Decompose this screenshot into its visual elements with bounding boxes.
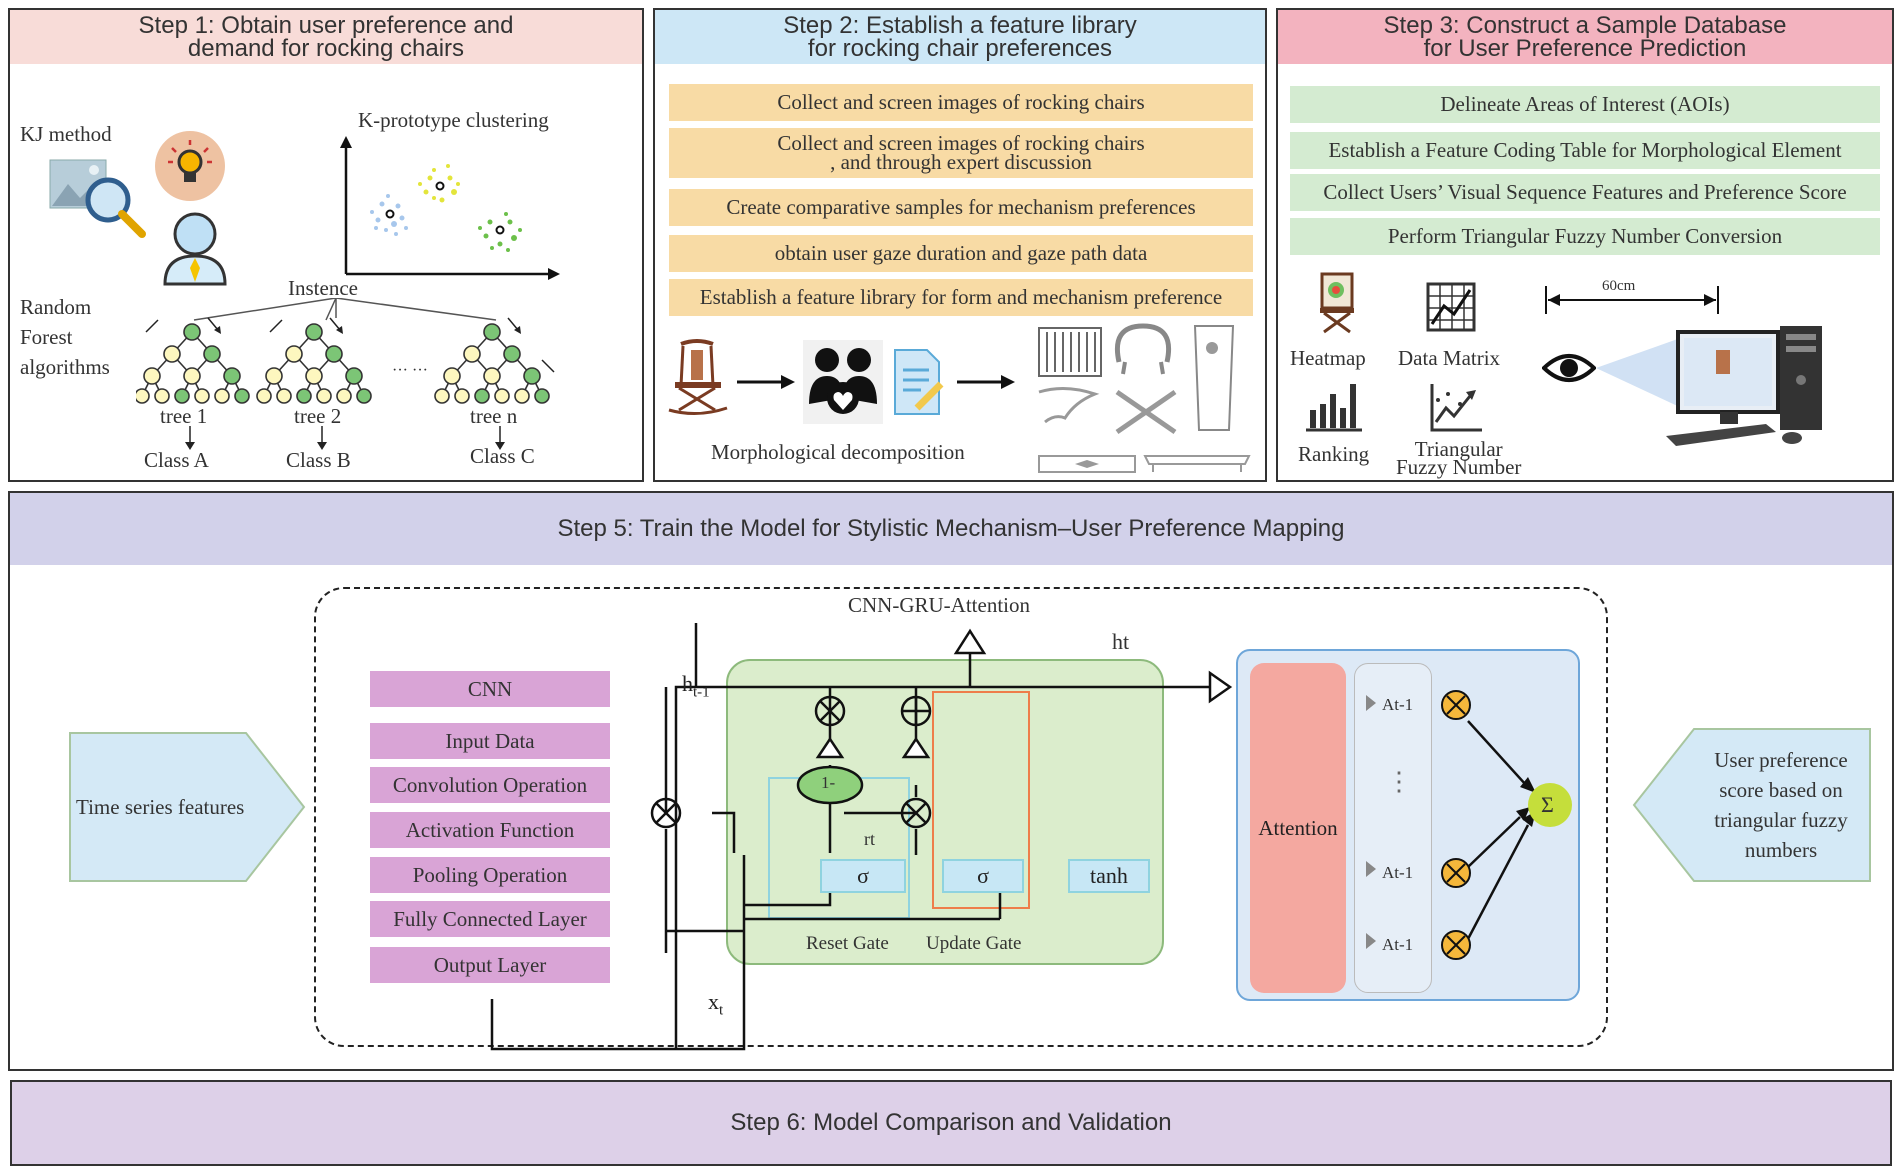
step3-panel: Step 3: Construct a Sample Database for …: [1276, 8, 1894, 482]
step2-item-4: obtain user gaze duration and gaze path …: [669, 235, 1253, 272]
attention-vdots: ⋮: [1386, 767, 1412, 796]
tree-label-n: tree n: [470, 404, 518, 428]
eye-icon: [1542, 354, 1596, 382]
cnn-stack: CNN Input Data Convolution Operation Act…: [370, 671, 610, 999]
preference-output-label: User preference score based on triangula…: [1714, 748, 1848, 862]
ht-label: ht: [1112, 629, 1130, 654]
cnn-layer-output: Output Layer: [370, 947, 610, 983]
chair-components-icon: [1038, 323, 1251, 473]
tanh-label: tanh: [1090, 863, 1128, 888]
cnn-layer-title: CNN: [370, 671, 610, 707]
model-frame: [314, 587, 1608, 1047]
sum-symbol: Σ: [1541, 792, 1554, 817]
model-label: CNN-GRU-Attention: [848, 593, 1030, 617]
instance-label: Instence: [288, 276, 358, 300]
step2-item-1: Collect and screen images of rocking cha…: [669, 84, 1253, 121]
cnn-layer-input: Input Data: [370, 723, 610, 759]
step1-header: Step 1: Obtain user preference and deman…: [10, 10, 642, 64]
step2-panel: Step 2: Establish a feature library for …: [653, 8, 1267, 482]
step3-item-1: Delineate Areas of Interest (AOIs): [1290, 86, 1880, 123]
random-forest-diagram: [136, 298, 555, 404]
tree-label-1: tree 1: [160, 404, 208, 428]
class-arrows: [185, 426, 505, 450]
ht-minus-1-main: h: [682, 671, 693, 696]
xt-label: xt: [708, 989, 723, 1019]
ranking-icon: [1306, 384, 1362, 432]
step2-header: Step 2: Establish a feature library for …: [655, 10, 1265, 64]
expert-group-icon: [803, 340, 883, 424]
lightbulb-icon: [155, 131, 225, 201]
heatmap-label: Heatmap: [1290, 346, 1366, 370]
fuzzy-number-label: Triangular Fuzzy Number: [1396, 437, 1522, 479]
attention-column: Attention: [1250, 663, 1346, 993]
reset-gate-label: Reset Gate: [806, 933, 889, 954]
step5-header: Step 5: Train the Model for Stylistic Me…: [10, 493, 1892, 565]
step3-header: Step 3: Construct a Sample Database for …: [1278, 10, 1892, 64]
forest-ellipsis: ··· ···: [392, 362, 428, 379]
flow-arrow-1: [737, 375, 795, 389]
attention-weights: [1366, 690, 1572, 960]
morphological-decomposition-label: Morphological decomposition: [711, 440, 965, 464]
document-edit-icon: [894, 349, 944, 415]
at-label-1: At-1: [1382, 695, 1414, 714]
update-sigma-label: σ: [977, 863, 989, 888]
step2-item-3: Create comparative samples for mechanism…: [669, 189, 1253, 226]
ht-minus-1-label: ht-1: [682, 671, 710, 701]
one-minus-label: 1-: [821, 773, 836, 792]
cnn-layer-pooling: Pooling Operation: [370, 857, 610, 893]
step1-panel: Step 1: Obtain user preference and deman…: [8, 8, 644, 482]
user-avatar-icon: [163, 212, 227, 286]
data-matrix-icon: [1426, 282, 1476, 332]
decision-tree: [136, 317, 250, 404]
xt-main: x: [708, 989, 719, 1014]
xt-sub: t: [719, 1002, 724, 1019]
class-label-a: Class A: [144, 448, 209, 472]
eye-tracking-computer-icon: [1596, 326, 1822, 446]
random-forest-label: Random Forest algorithms: [20, 295, 110, 379]
step3-item-2: Establish a Feature Coding Table for Mor…: [1290, 132, 1880, 169]
ranking-label: Ranking: [1298, 442, 1370, 466]
preference-output-shape: [1632, 728, 1871, 882]
step3-item-4: Perform Triangular Fuzzy Number Conversi…: [1290, 218, 1880, 255]
distance-label: 60cm: [1602, 278, 1636, 294]
ht-minus-1-sub: t-1: [693, 684, 710, 701]
cnn-layer-activation: Activation Function: [370, 812, 610, 848]
step3-item-3: Collect Users’ Visual Sequence Features …: [1290, 174, 1880, 211]
tree-label-2: tree 2: [294, 404, 342, 428]
rt-label: rt: [864, 829, 875, 849]
data-matrix-label: Data Matrix: [1398, 346, 1501, 370]
kj-magnifier-icon: [49, 159, 146, 238]
tanh-box: tanh: [1068, 859, 1150, 893]
update-gate-box: [932, 691, 1030, 909]
heatmap-icon: [1320, 272, 1354, 334]
step2-item-5: Establish a feature library for form and…: [669, 279, 1253, 316]
step5-panel: Step 5: Train the Model for Stylistic Me…: [8, 491, 1894, 1071]
update-sigma-box: σ: [942, 859, 1024, 893]
class-label-c: Class C: [470, 444, 535, 468]
cnn-layer-fully-connected: Fully Connected Layer: [370, 901, 610, 937]
time-series-label: Time series features: [76, 795, 245, 819]
flow-arrow-2: [957, 375, 1015, 389]
update-gate-label: Update Gate: [926, 933, 1022, 954]
kprototype-label: K-prototype clustering: [358, 108, 549, 132]
at-label-3: At-1: [1382, 935, 1414, 954]
step2-item-2: Collect and screen images of rocking cha…: [669, 128, 1253, 178]
reset-sigma-box: σ: [820, 859, 906, 893]
rocking-chair-icon: [668, 339, 728, 415]
multiply-node: [814, 695, 846, 727]
cluster-scatter-plot: [340, 136, 560, 280]
class-label-b: Class B: [286, 448, 351, 472]
attention-label: Attention: [1258, 815, 1338, 840]
gru-cell: [726, 659, 1164, 965]
time-series-input-shape: [69, 732, 306, 882]
add-node: [900, 695, 932, 727]
cnn-layer-convolution: Convolution Operation: [370, 767, 610, 803]
step6-panel: Step 6: Model Comparison and Validation: [10, 1080, 1892, 1166]
at-label-2: At-1: [1382, 863, 1414, 882]
reset-sigma-label: σ: [857, 863, 869, 888]
fuzzy-number-icon: [1430, 384, 1482, 432]
kj-method-label: KJ method: [20, 122, 112, 146]
distance-arrow: [1545, 286, 1719, 314]
